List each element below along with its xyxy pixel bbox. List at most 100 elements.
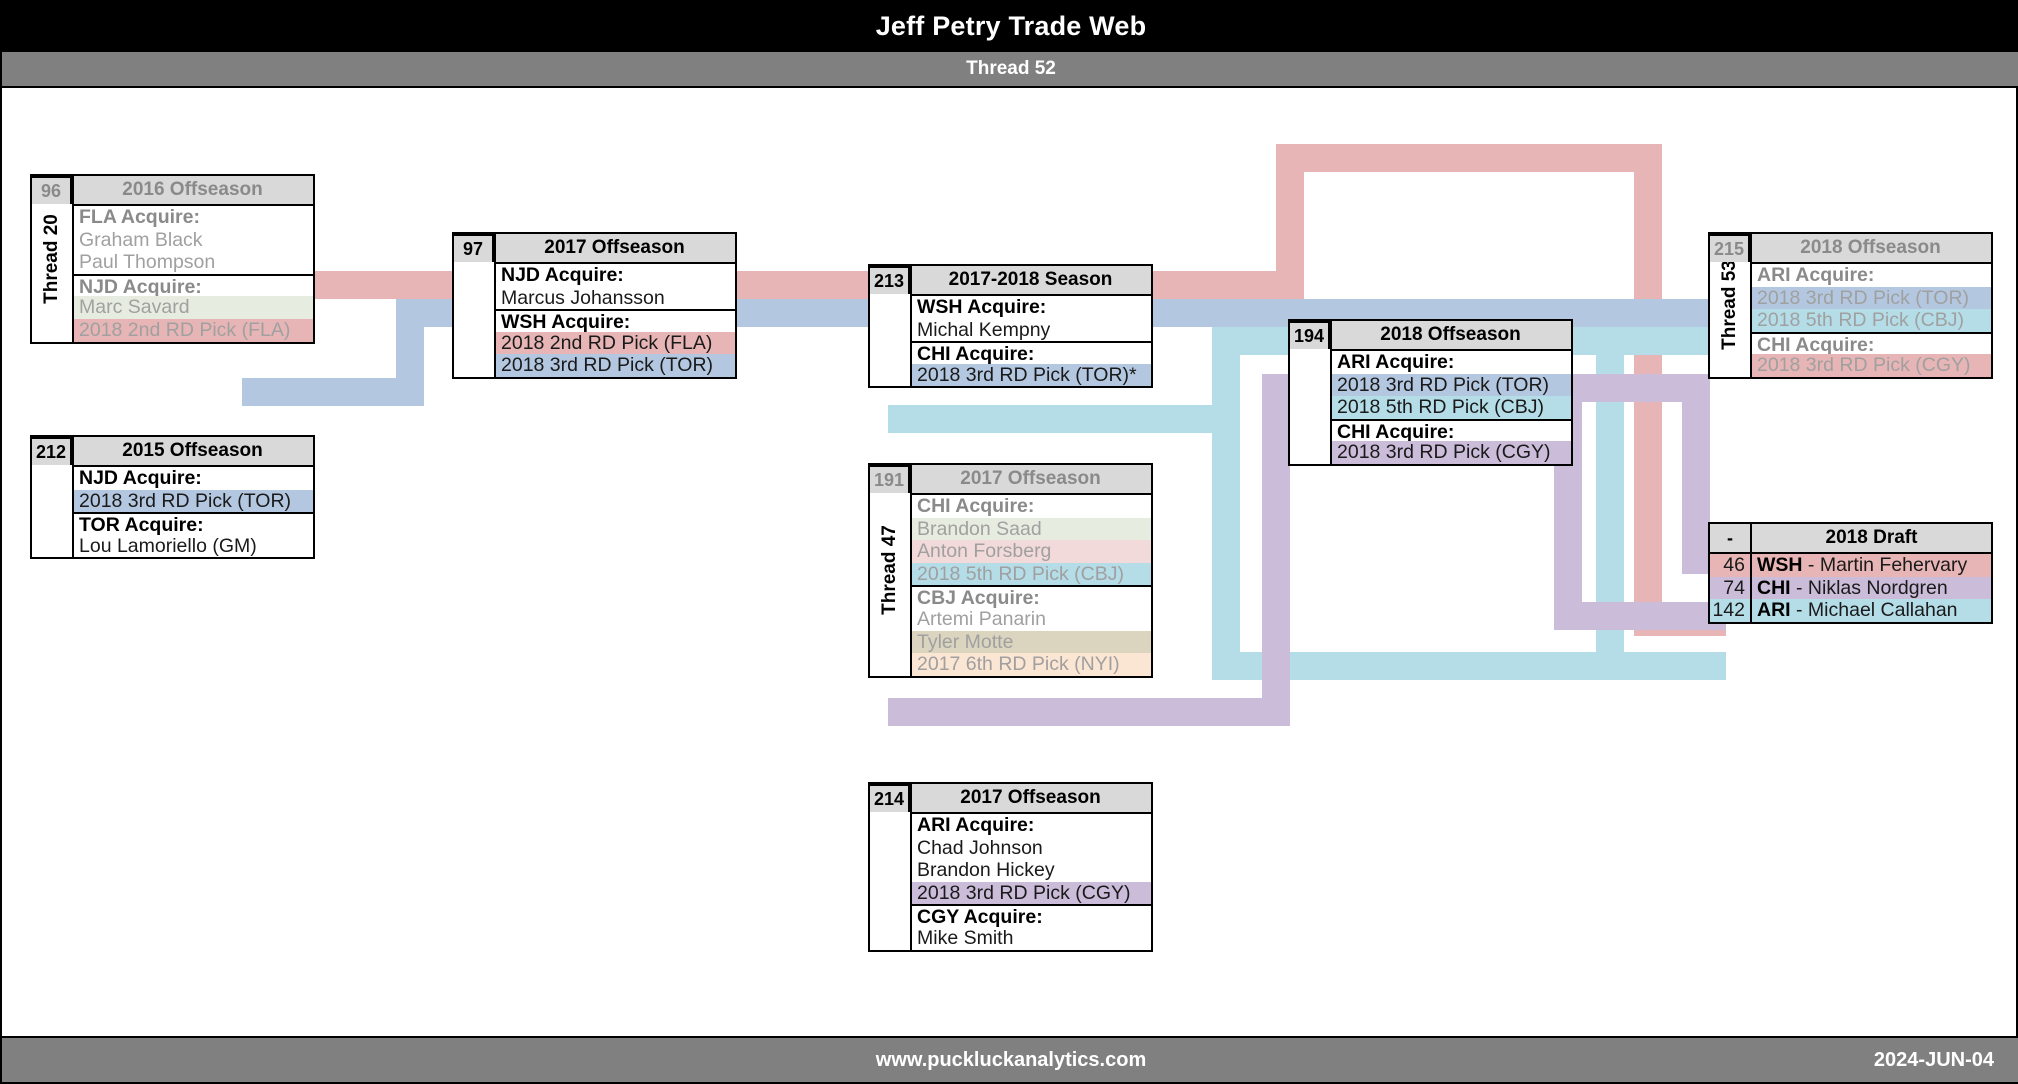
asset-row: 2018 3rd RD Pick (CGY) (1332, 441, 1571, 464)
card-index: 215 (1708, 234, 1750, 262)
card-index: 212 (30, 437, 72, 465)
ribbon-cyan-h-from-191 (888, 405, 1240, 433)
draft-pick-number: 74 (1710, 576, 1752, 600)
draft-pick-player: CHI - Niklas Nordgren (1757, 576, 1948, 599)
card-index: 214 (868, 784, 910, 812)
asset-row: 2018 3rd RD Pick (CGY) (912, 881, 1151, 905)
card-title: 2017 Offseason (910, 465, 1151, 493)
draft-pick-team: WSH (1757, 554, 1803, 576)
asset-row: 2018 3rd RD Pick (TOR) (1332, 373, 1571, 397)
ribbon-cyan-h-bottom (1212, 652, 1726, 680)
footer-website: www.puckluckanalytics.com (875, 1048, 1147, 1071)
ribbon-purple-v-drop (1682, 374, 1710, 574)
ribbon-purple-h-from-214 (888, 698, 1290, 726)
asset-row: Marcus Johansson (501, 286, 665, 309)
asset-row: 2018 5th RD Pick (CBJ) (1332, 396, 1571, 419)
draft-pick-number: 142 (1710, 599, 1752, 622)
asset-row: Chad Johnson (917, 836, 1043, 859)
acquire-heading: CHI Acquire: (1332, 418, 1571, 443)
acquire-heading: CBJ Acquire: (912, 585, 1151, 609)
card-title: 2018 Offseason (1330, 321, 1571, 349)
acquire-heading: NJD Acquire: (79, 467, 202, 489)
card-index: 213 (868, 266, 910, 294)
thread-label: Thread 47 (879, 525, 901, 616)
page-title: Jeff Petry Trade Web (875, 10, 1147, 41)
asset-row: 2018 3rd RD Pick (TOR) (496, 354, 735, 377)
acquire-heading: TOR Acquire: (74, 512, 313, 536)
card-title: 2018 Offseason (1750, 234, 1991, 262)
acquire-heading: CHI Acquire: (917, 495, 1035, 517)
asset-row: 2017 6th RD Pick (NYI) (912, 653, 1151, 676)
subtitle-bar: Thread 52 (2, 50, 2018, 88)
asset-row: 2018 2nd RD Pick (FLA) (496, 331, 735, 355)
thread-subtitle: Thread 52 (966, 58, 1056, 79)
card-title: 2017 Offseason (910, 784, 1151, 812)
asset-row: Brandon Saad (912, 517, 1151, 541)
acquire-heading: CHI Acquire: (912, 341, 1151, 365)
asset-row: 2018 2nd RD Pick (FLA) (74, 318, 313, 342)
acquire-heading: NJD Acquire: (501, 264, 624, 286)
footer-date: 2024-JUN-04 (1873, 1048, 1994, 1071)
asset-row: 2018 5th RD Pick (CBJ) (1752, 309, 1991, 332)
acquire-heading: NJD Acquire: (74, 273, 313, 298)
card-index: 97 (452, 234, 494, 262)
asset-row: 2018 3rd RD Pick (TOR)* (912, 363, 1151, 387)
card-index: 191 (868, 465, 910, 493)
asset-row: 2018 5th RD Pick (CBJ) (912, 562, 1151, 586)
card-index: 96 (30, 176, 72, 204)
asset-row: 2018 3rd RD Pick (TOR) (1752, 286, 1991, 310)
draft-header: -2018 Draft (1710, 524, 1991, 554)
thread-label: Thread 53 (1719, 260, 1741, 351)
draft-pick-number: 46 (1710, 554, 1752, 577)
asset-row: Tyler Motte (912, 630, 1151, 654)
asset-row: Graham Black (79, 228, 203, 251)
acquire-heading: WSH Acquire: (917, 296, 1047, 318)
ribbon-purple-v-up (1262, 374, 1290, 726)
card-title: 2015 Offseason (72, 437, 313, 465)
ribbon-blue-h-from-212 (242, 378, 424, 406)
acquire-heading: WSH Acquire: (496, 309, 735, 333)
card-title: 2017-2018 Season (910, 266, 1151, 294)
card-title: 2017 Offseason (494, 234, 735, 262)
thread-label: Thread 20 (41, 213, 63, 304)
acquire-heading: ARI Acquire: (1337, 351, 1455, 373)
asset-row: Marc Savard (74, 296, 313, 319)
acquire-heading: CGY Acquire: (912, 904, 1151, 928)
title-bar: Jeff Petry Trade Web (2, 2, 2018, 50)
asset-row: Mike Smith (917, 926, 1014, 949)
ribbon-red-v-to-draft (1634, 314, 1662, 636)
draft-pick-team: CHI (1757, 576, 1791, 599)
draft-title: 2018 Draft (1752, 524, 1991, 552)
draft-index: - (1710, 524, 1752, 552)
card-title: 2016 Offseason (72, 176, 313, 204)
asset-row: Anton Forsberg (912, 540, 1151, 563)
acquire-heading: ARI Acquire: (917, 814, 1035, 836)
asset-row: 2018 3rd RD Pick (CGY) (1752, 354, 1991, 377)
ribbon-red-v-down-215 (1634, 144, 1662, 314)
asset-row: 2018 3rd RD Pick (TOR) (74, 489, 313, 513)
acquire-heading: FLA Acquire: (79, 206, 200, 228)
